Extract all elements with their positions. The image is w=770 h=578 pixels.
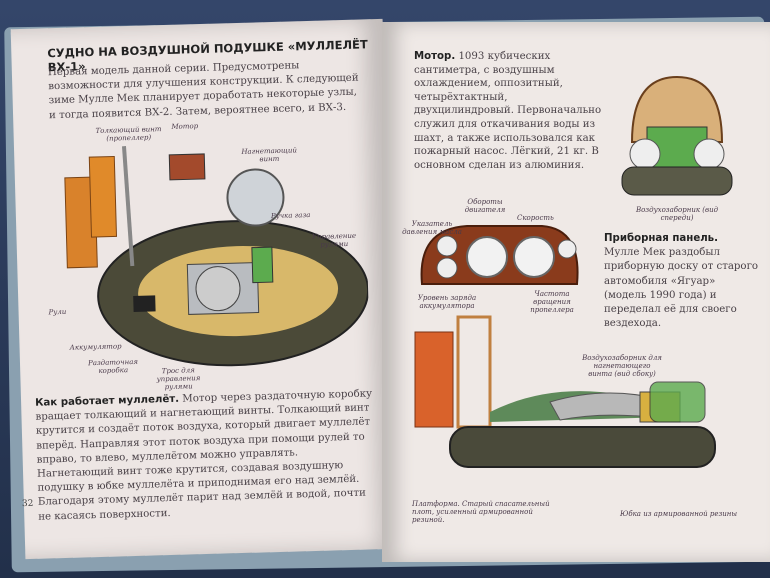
- label-rpm: Обороты двигателя: [464, 198, 506, 214]
- label-motor: Мотор: [171, 122, 199, 131]
- motor-heading: Мотор.: [414, 51, 456, 62]
- how-heading: Как работает муллелёт.: [34, 393, 180, 409]
- label-front-intake: Воздухозаборник (вид спереди): [635, 206, 719, 222]
- motor-body: 1093 кубических сантиметра, с воздушным …: [414, 51, 602, 171]
- label-steering: Управление рулями: [311, 231, 357, 249]
- label-battery-gauge: Уровень заряда аккумулятора: [417, 294, 477, 310]
- page-number: 32: [21, 498, 34, 510]
- panel-heading: Приборная панель.: [604, 233, 718, 244]
- panel-body: Мулле Мек раздобыл приборную доску от ст…: [604, 247, 759, 330]
- label-pusher: Толкающий винт (пропеллер): [95, 125, 162, 143]
- label-gearbox: Раздаточная коробка: [87, 357, 139, 375]
- label-platform: Платформа. Старый спасательный плот, уси…: [412, 500, 550, 524]
- label-throttle: Ручка газа: [270, 211, 311, 221]
- label-skirt: Юбка из армированной резины: [620, 510, 738, 518]
- right-page: Мотор. 1093 кубических сантиметра, с воз…: [382, 22, 770, 562]
- label-speed: Скорость: [517, 214, 554, 222]
- label-rudders: Рули: [48, 307, 67, 317]
- label-battery: Аккумулятор: [69, 342, 122, 352]
- label-cable: Трос для управления рулями: [156, 366, 201, 392]
- how-it-works-text: Как работает муллелёт. Мотор через разда…: [35, 387, 378, 524]
- label-lift-fan: Нагнетающий винт: [241, 146, 298, 164]
- instrument-panel-illustration: [420, 225, 579, 285]
- panel-text: Приборная панель. Мулле Мек раздобыл при…: [604, 232, 759, 331]
- hovercraft-illustration: [64, 146, 370, 367]
- label-oil: Указатель давления масла: [402, 220, 462, 236]
- side-view-illustration: [414, 315, 716, 468]
- motor-text: Мотор. 1093 кубических сантиметра, с воз…: [414, 50, 609, 172]
- label-side-intake: Воздухозаборник для нагнетающего винта (…: [582, 354, 662, 378]
- front-view-illustration: [621, 75, 733, 196]
- intro-text: Первая модель данной серии. Предусмотрен…: [47, 60, 359, 121]
- how-body: Мотор через раздаточную коробку вращает …: [35, 388, 373, 523]
- left-page: СУДНО НА ВОЗДУШНОЙ ПОДУШКЕ «МУЛЛЕЛЁТ ВХ-…: [10, 18, 398, 560]
- label-prop-rpm: Частота вращения пропеллера: [530, 290, 574, 314]
